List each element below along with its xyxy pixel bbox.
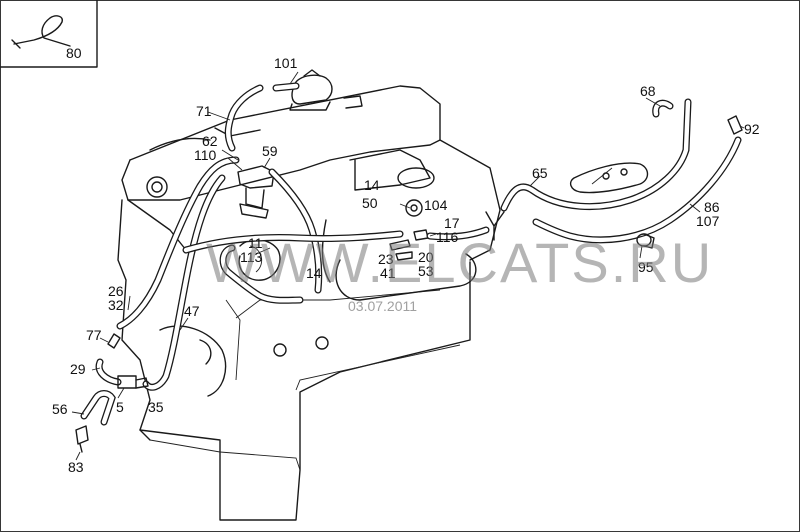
- inset-frame: [0, 0, 98, 68]
- callout-92: 92: [744, 121, 760, 137]
- callout-41: 41: [380, 265, 396, 281]
- watermark: WWW.ELCATS.RU: [206, 231, 714, 294]
- check-valve: [237, 165, 275, 219]
- callout-14-mid: 14: [306, 265, 322, 281]
- callout-20: 20: [418, 249, 434, 265]
- callout-56: 56: [52, 401, 68, 417]
- engine-block: [117, 85, 501, 521]
- callout-59: 59: [262, 143, 278, 159]
- callout-65: 65: [532, 165, 548, 181]
- callout-110: 110: [194, 147, 217, 163]
- callout-62: 62: [202, 133, 218, 149]
- rubber-bush: [636, 233, 655, 249]
- thermostat-housing: [289, 69, 363, 111]
- callout-53: 53: [418, 263, 434, 279]
- callout-29: 29: [70, 361, 86, 377]
- hose-clamp-icon: [11, 15, 71, 49]
- fitting-83: [75, 425, 89, 453]
- leader-lines: [71, 71, 745, 461]
- mounting-plate: [569, 162, 649, 194]
- callout-95: 95: [638, 259, 654, 275]
- callout-50: 50: [362, 195, 378, 211]
- callout-107: 107: [696, 213, 720, 229]
- callout-86: 86: [704, 199, 720, 215]
- callout-11: 11: [248, 235, 263, 251]
- cap-92: [727, 115, 743, 135]
- callout-71: 71: [196, 103, 212, 119]
- y-connector: [485, 211, 505, 241]
- callout-104: 104: [424, 197, 448, 213]
- callout-47: 47: [184, 303, 200, 319]
- callout-26: 26: [108, 283, 124, 299]
- callout-116: 116: [436, 229, 459, 245]
- callout-17: 17: [444, 215, 460, 231]
- callout-77: 77: [86, 327, 102, 343]
- callout-35: 35: [148, 399, 164, 415]
- callout-83: 83: [68, 459, 84, 475]
- callout-14-top: 14: [364, 177, 380, 193]
- callout-101: 101: [274, 55, 298, 71]
- callout-5: 5: [116, 399, 124, 415]
- callout-32: 32: [108, 297, 124, 313]
- inset-label: 80: [66, 45, 82, 61]
- callout-23: 23: [378, 251, 394, 267]
- callout-68: 68: [640, 83, 656, 99]
- watermark-date: 03.07.2011: [348, 298, 418, 314]
- small-valve: [117, 375, 149, 389]
- fitting-77: [107, 333, 121, 349]
- callout-113: 113: [240, 249, 263, 265]
